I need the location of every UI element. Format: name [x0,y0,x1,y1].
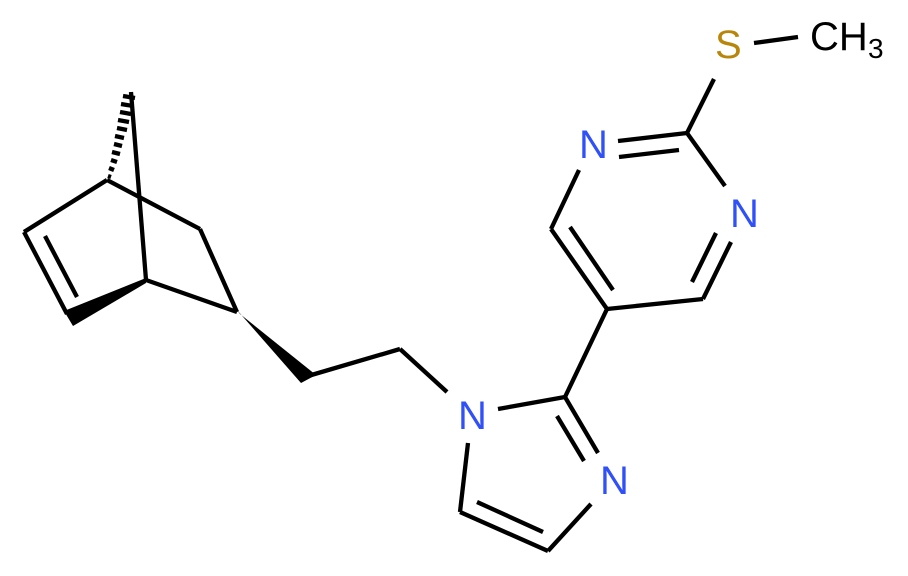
methyl-subscript: 3 [868,33,884,64]
imidazole-n3-label: N [600,459,629,503]
solid-wedge-bond [237,310,316,383]
pyrimidine-n3-label: N [730,192,759,236]
solid-wedge-bond [64,278,146,326]
ethyl-linker [307,346,449,394]
norbornene-ring [22,91,316,383]
s-methyl-bond [753,34,799,46]
imidazole-n1-label: N [458,394,487,438]
sulfur-atom-label: S [715,23,742,67]
pyrimidine-ring [549,78,733,312]
methyl-carbon-label: CH [810,15,868,59]
pyrimidine-n1-label: N [579,123,608,167]
imidazole-ring [457,308,609,553]
